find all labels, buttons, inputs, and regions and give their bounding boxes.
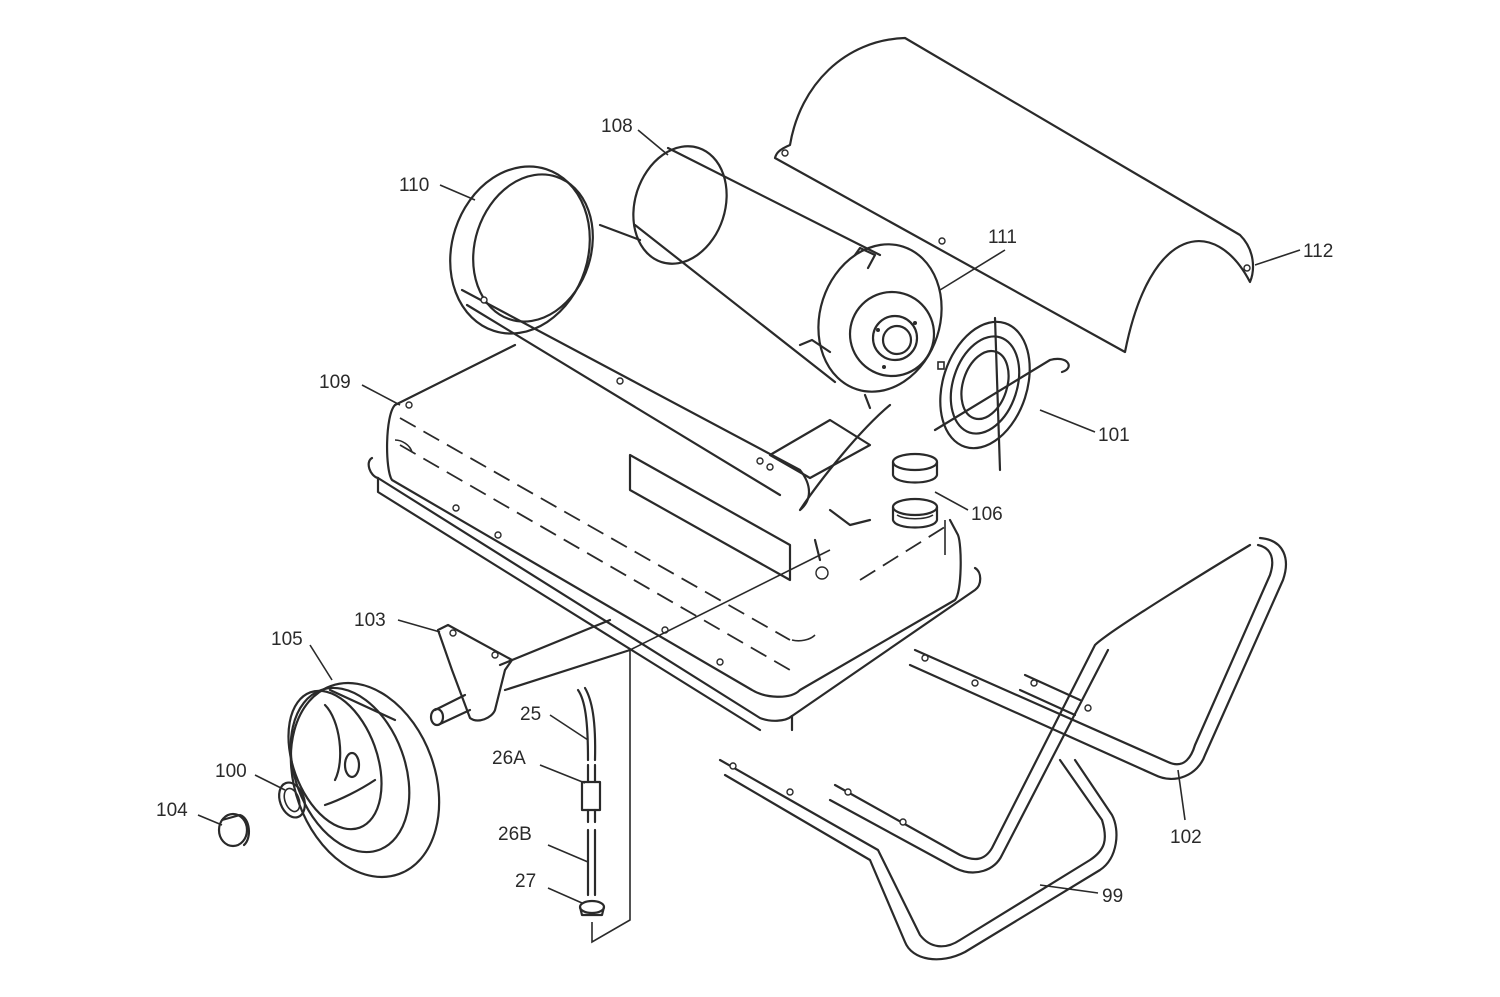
leader-111 (939, 249, 1006, 291)
part-25-fuel-hose (576, 686, 597, 762)
leader-99 (1039, 884, 1099, 894)
part-27-grommet (578, 899, 606, 917)
leader-26b (547, 844, 589, 863)
part-108-combustion-chamber (632, 145, 882, 384)
callout-108: 108 (601, 116, 633, 137)
part-101-fan-guard (933, 316, 1070, 472)
leader-105 (309, 644, 333, 681)
callout-111: 111 (988, 227, 1017, 248)
callout-105: 105 (271, 629, 303, 650)
callout-102: 102 (1170, 827, 1202, 848)
callout-110: 110 (399, 175, 429, 196)
callout-112: 112 (1303, 241, 1333, 262)
part-111-burner-head (798, 243, 945, 410)
leader-102 (1177, 769, 1186, 821)
leader-26a (539, 764, 586, 784)
callout-26a: 26A (492, 748, 526, 769)
leader-lines (197, 129, 1301, 904)
part-100-retainer-ring (278, 781, 306, 819)
leader-106 (934, 491, 969, 511)
callout-109: 109 (319, 372, 351, 393)
callout-104: 104 (156, 800, 188, 821)
leader-103 (397, 619, 441, 633)
part-99-front-handle (718, 543, 1252, 961)
callout-25: 25 (520, 704, 541, 725)
callout-26b: 26B (498, 824, 532, 845)
part-109-fuel-tank (367, 343, 982, 732)
leader-101 (1039, 409, 1096, 433)
callout-100: 100 (215, 761, 247, 782)
part-104-hub-cap (217, 812, 250, 848)
part-112-upper-shroud (773, 36, 1255, 354)
callout-labels: 108 110 111 112 109 101 106 103 105 25 2… (156, 116, 1333, 907)
callout-103: 103 (354, 610, 386, 631)
part-105-wheel (287, 681, 441, 879)
leader-112 (1254, 249, 1301, 266)
part-26b-fuel-hose (586, 828, 597, 897)
part-103-axle-bracket (429, 618, 632, 727)
leader-108 (637, 129, 669, 156)
leader-25 (549, 714, 589, 741)
leader-100 (254, 774, 286, 791)
leader-104 (197, 814, 223, 826)
leader-109 (361, 384, 401, 406)
callout-99: 99 (1102, 886, 1123, 907)
callout-106: 106 (971, 504, 1003, 525)
part-110-front-shroud (449, 165, 892, 512)
part-102-rear-frame (908, 536, 1287, 780)
fuel-pickup-line (591, 549, 831, 944)
leader-110 (439, 184, 476, 201)
leader-27 (547, 887, 583, 904)
part-26a-fuel-filter (580, 763, 602, 824)
callout-27: 27 (515, 871, 536, 892)
part-106-fuel-cap (891, 452, 939, 529)
callout-101: 101 (1098, 425, 1130, 446)
